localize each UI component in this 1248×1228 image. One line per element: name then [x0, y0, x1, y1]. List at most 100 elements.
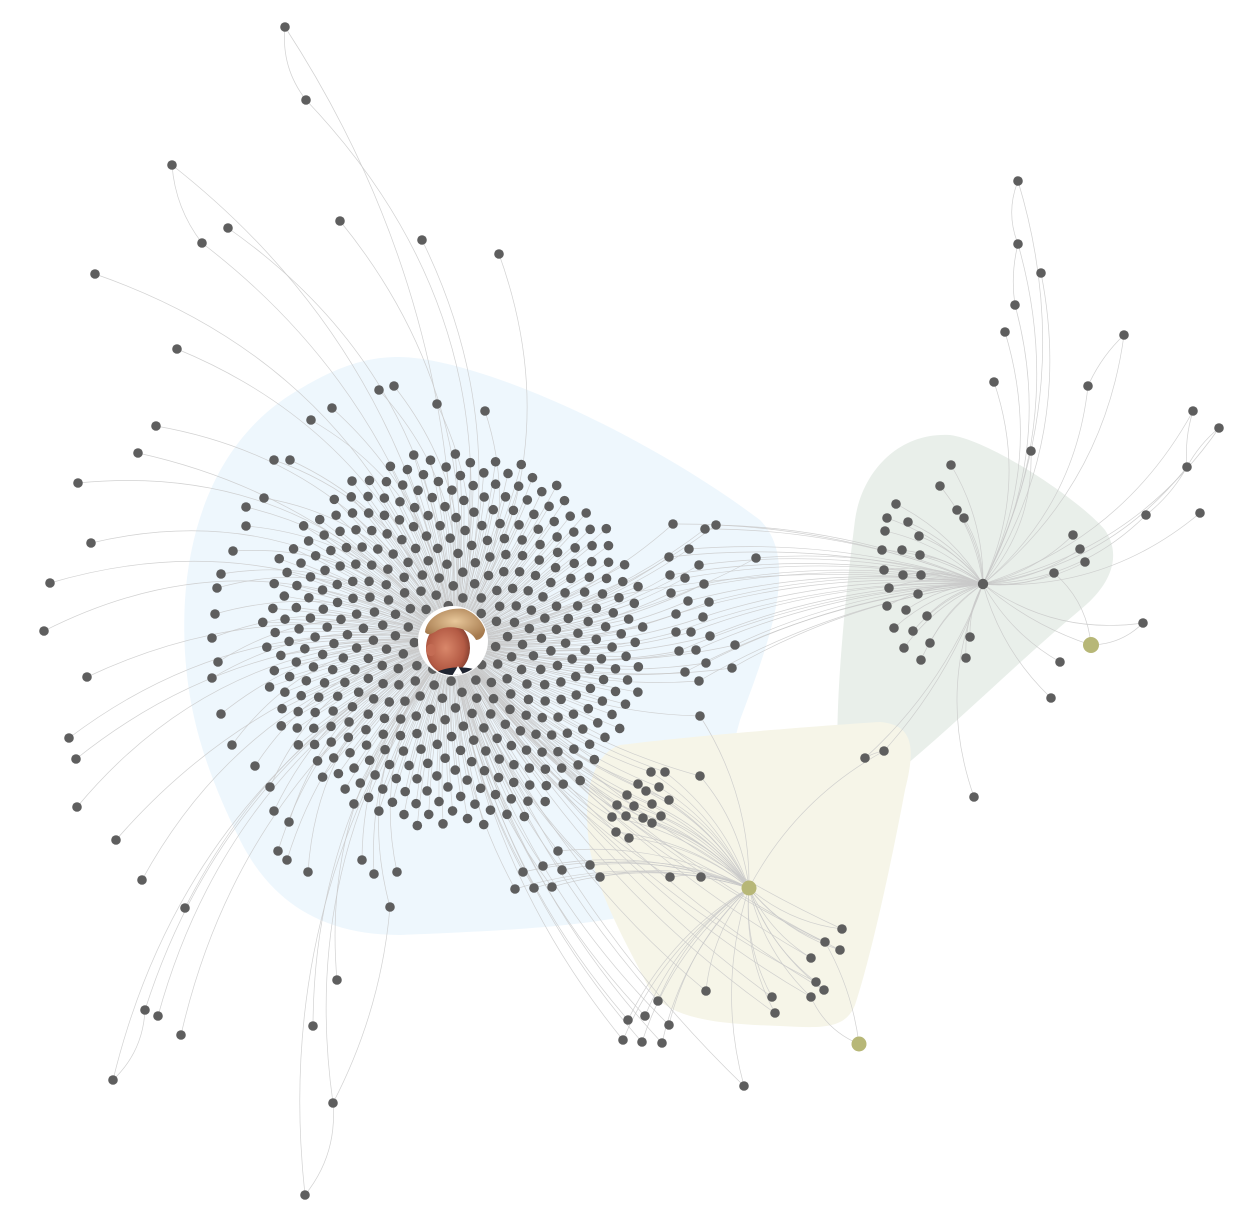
graph-node[interactable]: [540, 613, 550, 623]
graph-node[interactable]: [366, 525, 377, 536]
graph-node[interactable]: [535, 539, 545, 550]
graph-node[interactable]: [546, 730, 557, 740]
graph-node[interactable]: [363, 709, 374, 720]
graph-node[interactable]: [1138, 618, 1148, 628]
graph-node[interactable]: [466, 540, 477, 551]
graph-node[interactable]: [280, 614, 290, 625]
graph-node[interactable]: [468, 480, 478, 491]
graph-node[interactable]: [935, 481, 945, 491]
graph-node[interactable]: [1013, 239, 1023, 249]
graph-node[interactable]: [560, 588, 570, 598]
graph-node[interactable]: [562, 728, 573, 739]
graph-node[interactable]: [835, 945, 845, 955]
graph-node[interactable]: [569, 558, 580, 569]
graph-node[interactable]: [767, 992, 777, 1002]
graph-node[interactable]: [647, 799, 657, 809]
graph-node[interactable]: [509, 759, 519, 770]
graph-node[interactable]: [623, 614, 634, 624]
graph-node[interactable]: [490, 641, 501, 652]
graph-node[interactable]: [408, 521, 419, 532]
graph-node[interactable]: [250, 761, 260, 771]
graph-node[interactable]: [494, 754, 505, 764]
graph-node[interactable]: [395, 714, 406, 724]
graph-node[interactable]: [379, 510, 390, 521]
graph-node[interactable]: [140, 1005, 150, 1015]
graph-node[interactable]: [317, 772, 328, 782]
graph-node[interactable]: [357, 542, 367, 552]
graph-node[interactable]: [331, 510, 341, 521]
graph-node[interactable]: [556, 763, 567, 773]
graph-node[interactable]: [268, 603, 278, 614]
graph-node[interactable]: [423, 555, 434, 566]
graph-node[interactable]: [502, 673, 512, 684]
graph-node[interactable]: [537, 747, 547, 757]
graph-node[interactable]: [340, 784, 350, 794]
graph-node[interactable]: [701, 658, 711, 668]
graph-node[interactable]: [502, 631, 513, 642]
graph-node[interactable]: [310, 550, 321, 561]
graph-node[interactable]: [961, 653, 971, 663]
graph-node[interactable]: [368, 694, 379, 704]
graph-node[interactable]: [427, 492, 438, 503]
graph-node[interactable]: [397, 534, 407, 545]
accent-node[interactable]: [1083, 637, 1099, 653]
graph-node[interactable]: [458, 593, 468, 603]
accent-node[interactable]: [741, 880, 757, 896]
graph-node[interactable]: [451, 512, 461, 523]
graph-node[interactable]: [403, 557, 413, 568]
graph-node[interactable]: [482, 535, 493, 546]
graph-node[interactable]: [280, 687, 290, 698]
graph-node[interactable]: [551, 624, 562, 635]
graph-node[interactable]: [467, 708, 477, 719]
graph-node[interactable]: [899, 643, 909, 653]
graph-node[interactable]: [1119, 330, 1129, 340]
graph-node[interactable]: [347, 508, 358, 518]
graph-node[interactable]: [347, 476, 357, 486]
graph-node[interactable]: [108, 1075, 118, 1085]
graph-node[interactable]: [388, 549, 398, 559]
graph-node[interactable]: [617, 576, 628, 587]
graph-node[interactable]: [476, 593, 487, 603]
graph-node[interactable]: [292, 723, 303, 733]
graph-node[interactable]: [534, 555, 545, 565]
graph-node[interactable]: [328, 1098, 338, 1108]
graph-node[interactable]: [447, 806, 458, 816]
graph-node[interactable]: [423, 809, 434, 820]
graph-node[interactable]: [647, 818, 657, 828]
graph-node[interactable]: [300, 1190, 310, 1200]
graph-node[interactable]: [701, 986, 711, 996]
graph-node[interactable]: [674, 646, 684, 656]
graph-node[interactable]: [303, 536, 314, 546]
graph-node[interactable]: [485, 805, 496, 815]
graph-node[interactable]: [592, 718, 603, 728]
graph-node[interactable]: [326, 737, 337, 747]
graph-node[interactable]: [946, 460, 956, 470]
graph-node[interactable]: [629, 801, 639, 811]
graph-node[interactable]: [442, 559, 452, 570]
graph-node[interactable]: [908, 626, 918, 636]
graph-node[interactable]: [891, 499, 901, 509]
graph-node[interactable]: [314, 514, 325, 525]
graph-node[interactable]: [521, 710, 532, 721]
graph-node[interactable]: [516, 664, 527, 675]
graph-node[interactable]: [657, 1038, 667, 1048]
graph-node[interactable]: [412, 773, 422, 784]
graph-node[interactable]: [524, 623, 535, 634]
graph-node[interactable]: [423, 510, 433, 521]
graph-node[interactable]: [603, 557, 614, 568]
graph-node[interactable]: [111, 835, 121, 845]
graph-node[interactable]: [511, 601, 522, 611]
graph-node[interactable]: [571, 690, 582, 700]
graph-node[interactable]: [580, 645, 590, 655]
graph-node[interactable]: [601, 523, 612, 534]
graph-node[interactable]: [475, 783, 486, 794]
graph-node[interactable]: [614, 592, 624, 603]
graph-node[interactable]: [898, 570, 908, 580]
graph-node[interactable]: [395, 496, 405, 507]
graph-node[interactable]: [432, 543, 443, 554]
graph-node[interactable]: [739, 1081, 749, 1091]
graph-node[interactable]: [553, 846, 563, 856]
graph-node[interactable]: [621, 811, 631, 821]
graph-node[interactable]: [322, 622, 332, 632]
graph-node[interactable]: [595, 872, 605, 882]
